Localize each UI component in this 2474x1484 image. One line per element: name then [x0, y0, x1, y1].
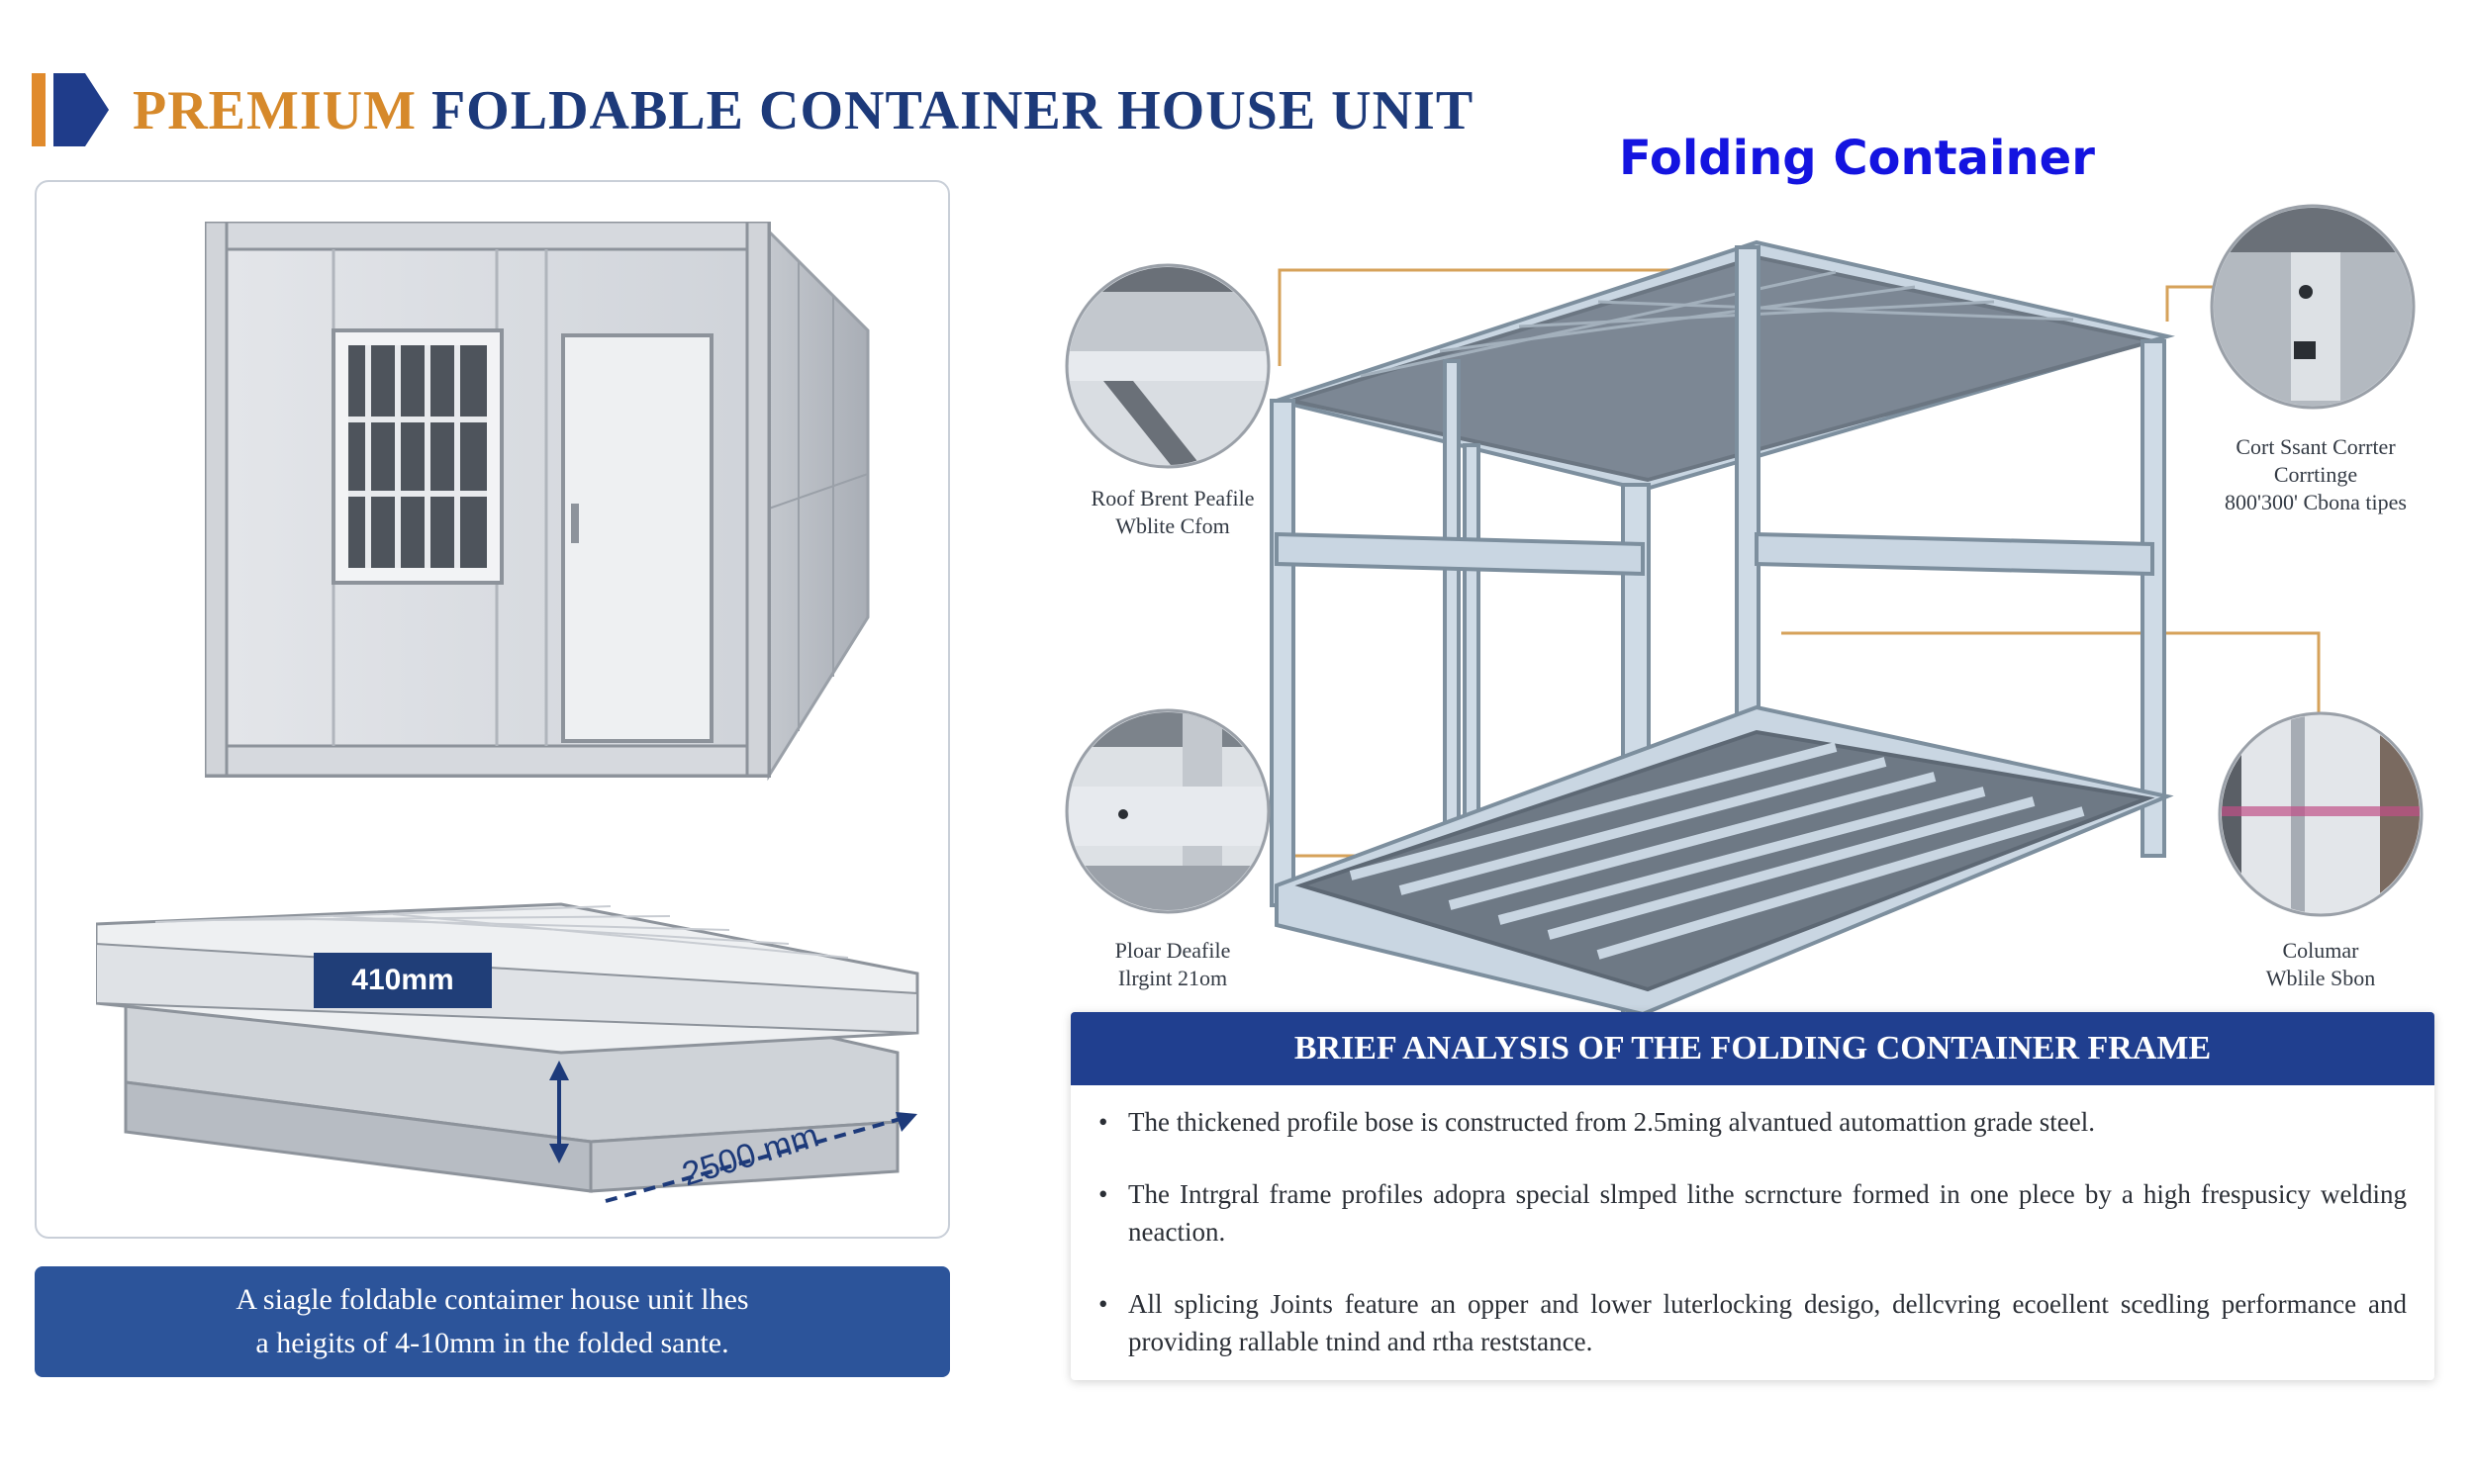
detail-roof-beam-image	[1065, 263, 1271, 469]
analysis-item: The thickened profile bose is constructe…	[1098, 1103, 2407, 1141]
product-caption: A siagle foldable contaimer house unit l…	[35, 1266, 950, 1377]
page-title: PREMIUM FOLDABLE CONTAINER HOUSE UNIT	[133, 79, 1474, 142]
callout-column: Columar Wblile Sbon	[2227, 937, 2415, 992]
callout-roof-beam-line2: Wblite Cfom	[1115, 513, 1230, 538]
callout-corner-casting: Cort Ssant Corrter Corrtinge 800'300' Cb…	[2197, 433, 2434, 516]
frame-structure	[1269, 239, 2175, 1044]
logo-mark	[32, 73, 109, 146]
analysis-item: All splicing Joints feature an opper and…	[1098, 1285, 2407, 1360]
callout-floor-beam: Ploar Deafile Ilrgint 21om	[1074, 937, 1272, 992]
container-unit-image	[205, 222, 870, 782]
page-title-main: FOLDABLE CONTAINER HOUSE UNIT	[430, 80, 1475, 141]
folded-unit-image	[96, 902, 919, 1203]
section-title: Folding Container	[1619, 131, 2095, 186]
detail-corner-casting-image	[2210, 204, 2416, 410]
callout-roof-beam-line1: Roof Brent Peafile	[1091, 486, 1255, 510]
page-title-accent: PREMIUM	[133, 80, 417, 141]
callout-column-line2: Wblile Sbon	[2265, 966, 2376, 990]
callout-corner-line2: Corrtinge	[2273, 462, 2358, 487]
detail-column-image	[2218, 711, 2424, 917]
frame-diagram	[1065, 204, 2424, 1044]
callout-floor-line1: Ploar Deafile	[1114, 938, 1231, 963]
caption-line-1: A siagle foldable contaimer house unit l…	[236, 1283, 749, 1316]
callout-column-line1: Columar	[2282, 938, 2359, 963]
callout-roof-beam: Roof Brent Peafile Wblite Cfom	[1074, 485, 1272, 540]
caption-line-2: a heigits of 4-10mm in the folded sante.	[255, 1327, 729, 1359]
height-dimension-label: 410mm	[314, 953, 492, 1008]
callout-corner-line1: Cort Ssant Corrter	[2236, 434, 2396, 459]
analysis-panel: BRIEF ANALYSIS OF THE FOLDING CONTAINER …	[1071, 1012, 2434, 1380]
detail-floor-beam-image	[1065, 708, 1271, 914]
analysis-list: The thickened profile bose is constructe…	[1071, 1085, 2434, 1360]
analysis-item: The Intrgral frame profiles adopra speci…	[1098, 1175, 2407, 1251]
callout-corner-line3: 800'300' Cbona tipes	[2225, 490, 2407, 514]
product-card	[35, 180, 950, 1239]
callout-floor-line2: Ilrgint 21om	[1117, 966, 1228, 990]
analysis-header: BRIEF ANALYSIS OF THE FOLDING CONTAINER …	[1071, 1012, 2434, 1085]
